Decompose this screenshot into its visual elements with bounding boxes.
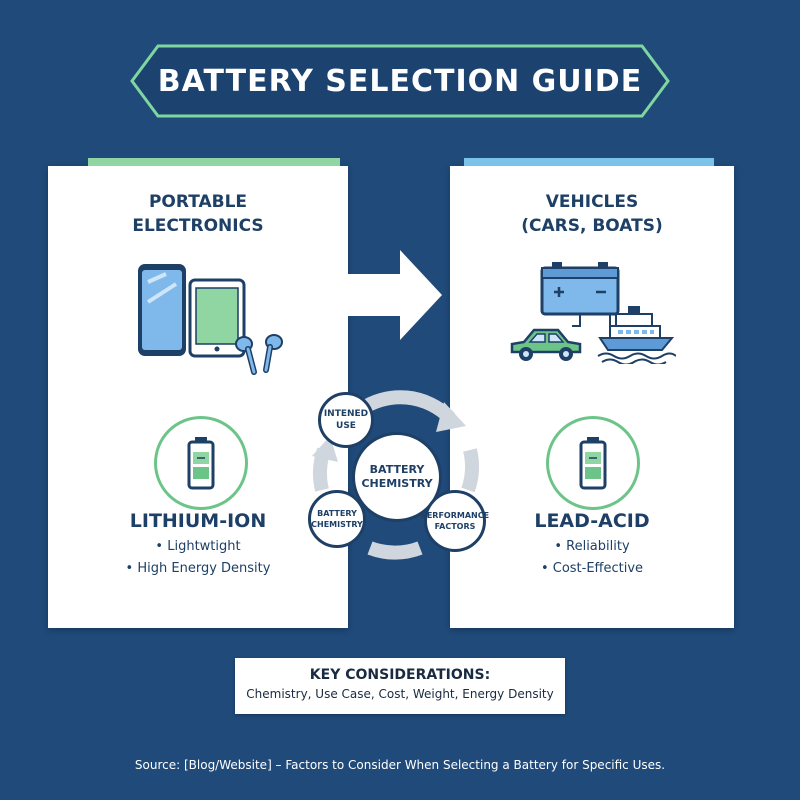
title-banner: BATTERY SELECTION GUIDE [130,44,670,118]
chemistry-point: Lightwtight [48,536,348,558]
node-label: BATTERY [369,463,425,476]
card-heading: VEHICLES (CARS, BOATS) [450,190,734,238]
heading-line: (CARS, BOATS) [521,216,663,236]
battery-icon [187,437,215,490]
chemistry-point: High Energy Density [48,558,348,580]
battery-badge [546,416,640,510]
heading-line: VEHICLES [545,192,639,212]
boat-icon [597,306,676,364]
earbuds-icon [235,334,283,375]
chemistry-point: Cost-Effective [450,558,734,580]
node-label: USE [336,421,356,431]
key-considerations-items: Chemistry, Use Case, Cost, Weight, Energ… [246,687,554,701]
chemistry-points: Lightwtight High Energy Density [48,536,348,580]
page-title: BATTERY SELECTION GUIDE [157,63,643,99]
portable-electronics-card: PORTABLE ELECTRONICS LITHIUM-ION Lightwt… [48,158,348,628]
tablet-icon [188,278,246,358]
smartphone-icon [138,264,186,356]
heading-line: PORTABLE [148,192,248,212]
card-accent-bar [88,158,340,166]
chemistry-point: Reliability [450,536,734,558]
node-label: BATTERY [317,509,357,518]
chemistry-points: Reliability Cost-Effective [450,536,734,580]
key-considerations-box: KEY CONSIDERATIONS: Chemistry, Use Case,… [235,658,565,714]
cycle-arrows-icon [312,390,479,560]
chemistry-name: LITHIUM-ION [129,510,267,532]
card-accent-bar [464,158,714,166]
vehicles-card: VEHICLES (CARS, BOATS) [450,158,734,628]
banner-shape [130,44,670,118]
battery-icon [579,437,607,490]
card-heading: PORTABLE ELECTRONICS [48,190,348,238]
source-caption: Source: [Blog/Website] – Factors to Cons… [134,758,666,772]
cycle-node-performance-factors: PERFORMANCE FACTORS [420,490,490,552]
node-label: PERFORMANCE [420,511,490,520]
car-battery-icon [540,262,620,316]
heading-line: ELECTRONICS [132,216,264,236]
chemistry-name: LEAD-ACID [534,510,650,532]
node-label: FACTORS [434,522,476,531]
cycle-node-intended-use: INTENED USE [318,392,374,448]
car-icon [510,328,582,361]
node-label: CHEMISTRY [311,520,363,529]
node-label: CHEMISTRY [361,477,433,490]
right-arrow-icon [348,250,442,340]
battery-badge [154,416,248,510]
node-label: INTENED [323,409,369,419]
cycle-node-battery-chemistry: BATTERY CHEMISTRY [308,490,366,548]
key-considerations-title: KEY CONSIDERATIONS: [309,667,491,683]
